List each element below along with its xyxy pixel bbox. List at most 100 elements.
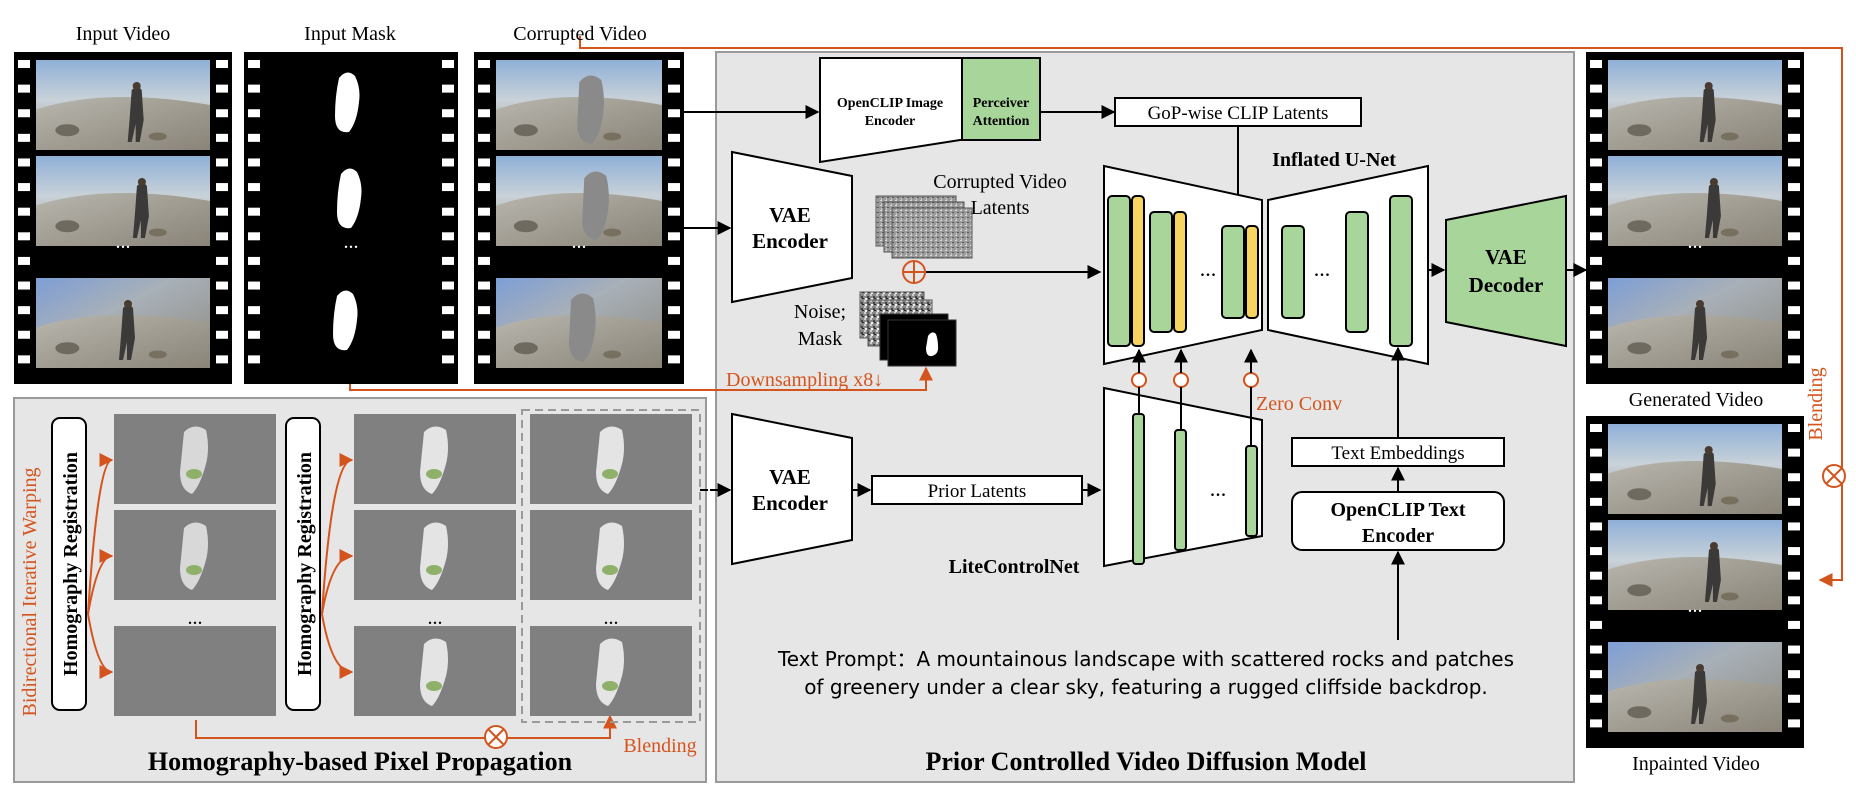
inpainted-video-strip-rock xyxy=(1720,496,1739,505)
input-video-strip-hole xyxy=(216,183,228,192)
input-video-strip-rock xyxy=(148,132,167,141)
corrupted-video-strip-masked-region xyxy=(569,293,596,362)
unet-bar xyxy=(1107,195,1131,347)
openclip-text-encoder-line2: Encoder xyxy=(1362,525,1434,547)
homography-registration-label-1: Homography Registration xyxy=(60,452,82,676)
inpainted-video-strip-rock xyxy=(1627,584,1652,597)
mask-label: Mask xyxy=(798,328,842,350)
input-video-strip-hole xyxy=(216,207,228,216)
inpainted-video-strip-hole xyxy=(1590,620,1602,629)
input-video-strip-hole xyxy=(216,109,228,118)
corrupted-video-strip: ... xyxy=(474,52,684,384)
propagated-pixels xyxy=(420,522,448,590)
propagated-greenery xyxy=(186,565,202,575)
input-mask-strip-hole xyxy=(442,355,454,364)
inflated-unet-label: Inflated U-Net xyxy=(1272,149,1396,171)
blending-homography-label: Blending xyxy=(623,735,696,757)
generated-video-strip-rock xyxy=(1720,132,1739,141)
corrupted-video-strip-rock xyxy=(513,220,538,233)
input-mask-strip-hole xyxy=(248,84,260,93)
generated-video-strip-hole xyxy=(1788,330,1800,339)
corrupted-video-strip-hole xyxy=(668,355,680,364)
downsampling-label: Downsampling x8↓ xyxy=(726,369,883,391)
corrupted-video-strip-rock xyxy=(603,350,622,359)
homography-registration-label-2: Homography Registration xyxy=(294,452,316,676)
propagated-greenery xyxy=(602,681,618,691)
prior-latents-box xyxy=(871,475,1083,505)
input-video-strip-hole xyxy=(18,60,30,68)
inpainted-video-strip: ... xyxy=(1586,416,1804,748)
generated-video-strip-rock xyxy=(1627,220,1652,233)
input-mask-strip-hole xyxy=(442,281,454,290)
corrupted-video-strip-hole xyxy=(668,183,680,192)
bidirectional-warping-label: Bidirectional Iterative Warping xyxy=(19,467,41,716)
inpainted-video-strip-hole xyxy=(1590,694,1602,703)
generated-video-strip-hole xyxy=(1788,232,1800,241)
input-video-strip-rock xyxy=(55,220,80,233)
corrupted-video-strip-hole xyxy=(668,133,680,142)
inpainted-video-strip-hole xyxy=(1590,473,1602,482)
input-video-strip-rock xyxy=(148,228,167,237)
warping-curves xyxy=(87,453,354,679)
propagated-greenery xyxy=(426,565,442,575)
inpainted-video-strip-person xyxy=(1704,547,1721,602)
generated-video-strip-hole xyxy=(1788,256,1800,265)
input-video-strip-hole xyxy=(216,256,228,265)
corrupted-video-strip-hole xyxy=(668,232,680,241)
inpainted-video-strip-hole xyxy=(1788,694,1800,703)
input-video-strip-hole xyxy=(216,84,228,93)
openclip-image-encoder-line1: OpenCLIP Image xyxy=(837,96,943,111)
corrupted-video-strip-hole xyxy=(478,183,490,192)
input-video-strip-hole xyxy=(216,355,228,364)
vae-encoder-bottom-line2: Encoder xyxy=(752,491,828,515)
generated-video-strip-hole xyxy=(1590,183,1602,192)
zero-conv-label: Zero Conv xyxy=(1256,393,1342,415)
generated-video-strip-hole xyxy=(1788,109,1800,118)
propagated-pixels xyxy=(180,522,208,590)
input-video-strip-hole xyxy=(18,256,30,265)
input-video-strip-hole xyxy=(216,158,228,167)
inpainted-video-strip-hole xyxy=(1788,645,1800,654)
corrupted-video-strip-hole xyxy=(478,281,490,290)
input-video-strip-person xyxy=(132,183,149,238)
propagated-pixels xyxy=(596,638,624,706)
input-video-label: Input Video xyxy=(76,23,171,45)
vae-encoder-top-line2: Encoder xyxy=(752,229,828,253)
diffusion-title: Prior Controlled Video Diffusion Model xyxy=(925,747,1366,776)
generated-video-strip: ... xyxy=(1586,52,1804,384)
inpainted-video-strip-terrain xyxy=(1608,461,1782,514)
propagated-greenery xyxy=(426,469,442,479)
generated-video-strip-hole xyxy=(1590,281,1602,290)
generated-video-strip-hole xyxy=(1590,355,1602,364)
generated-video-strip-rock xyxy=(1627,342,1652,355)
corrupted-video-strip-hole xyxy=(668,60,680,68)
generated-video-strip-hole xyxy=(1590,158,1602,167)
input-video-strip-ellipsis: ... xyxy=(116,231,131,253)
vae-encoder-bottom xyxy=(731,412,853,566)
inpainted-video-strip-rock xyxy=(1627,706,1652,719)
corrupted-video-strip-ellipsis: ... xyxy=(572,231,587,253)
input-video-strip-hole xyxy=(18,330,30,339)
generated-video-strip-hole xyxy=(1788,84,1800,93)
inpainted-video-strip-hole xyxy=(1788,547,1800,556)
inpainted-video-strip-head xyxy=(1696,664,1704,672)
homography-ellipsis: ... xyxy=(188,607,203,629)
homography-ellipsis: ... xyxy=(428,607,443,629)
input-mask-strip-hole xyxy=(442,330,454,339)
controlnet-ellipsis: ... xyxy=(1210,476,1227,501)
noise-mask-stack xyxy=(859,291,957,367)
input-video-strip-hole xyxy=(18,207,30,216)
inpainted-video-strip-hole xyxy=(1590,719,1602,728)
homography-registration-box-2 xyxy=(285,417,321,711)
noise-label: Noise; xyxy=(794,301,846,323)
blending-right-label: Blending xyxy=(1805,367,1827,440)
input-mask-strip-hole xyxy=(248,158,260,167)
controlnet-to-zeroconv xyxy=(1138,387,1252,446)
generated-video-strip-hole xyxy=(1590,133,1602,142)
input-video-strip-hole xyxy=(216,232,228,241)
blend-symbol-homography xyxy=(484,725,508,749)
homography-registration-box-1 xyxy=(51,417,87,711)
gop-clip-latents-box xyxy=(1114,97,1362,127)
